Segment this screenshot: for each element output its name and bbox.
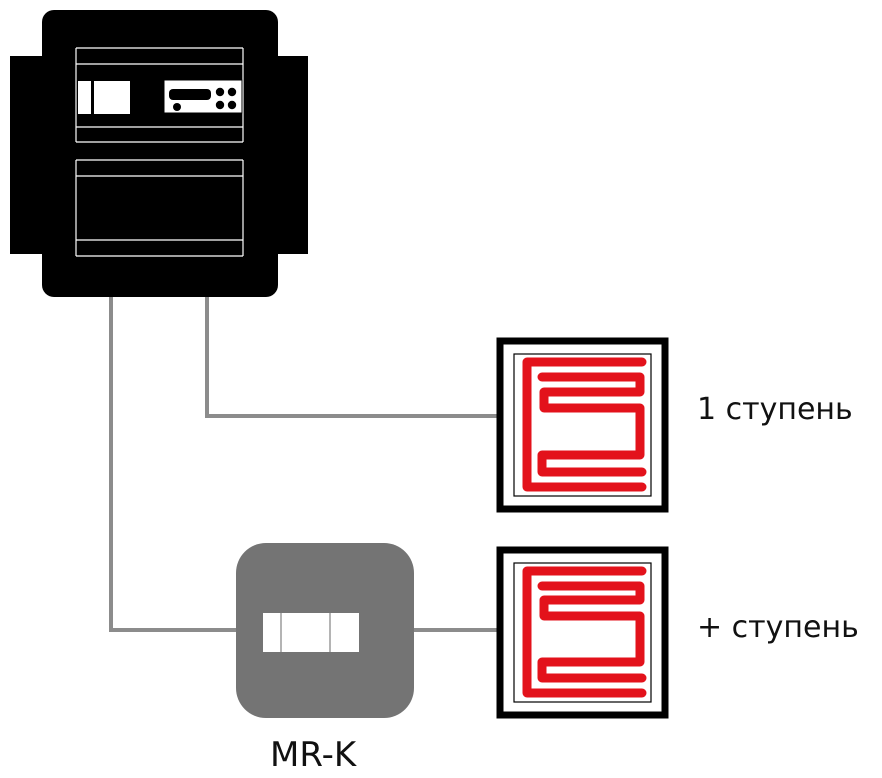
- relay-module: [236, 543, 414, 718]
- heating-element-icon: [522, 357, 647, 492]
- heater-2-label: + ступень: [697, 610, 859, 645]
- wire-controller-to-relay: [109, 297, 236, 632]
- din-rails: [75, 47, 244, 257]
- heater-1-label: 1 ступень: [697, 392, 853, 427]
- circuit-breaker-icon: [78, 81, 130, 114]
- wires: [109, 297, 500, 632]
- controller-display-icon: [163, 79, 243, 114]
- heater-1: [496, 337, 669, 513]
- controller-cabinet: [10, 10, 308, 297]
- wire-controller-to-heater-1: [205, 297, 500, 418]
- heating-element-icon: [522, 566, 647, 698]
- heater-2: [496, 546, 669, 719]
- relay-module-label: MR-K: [270, 735, 357, 775]
